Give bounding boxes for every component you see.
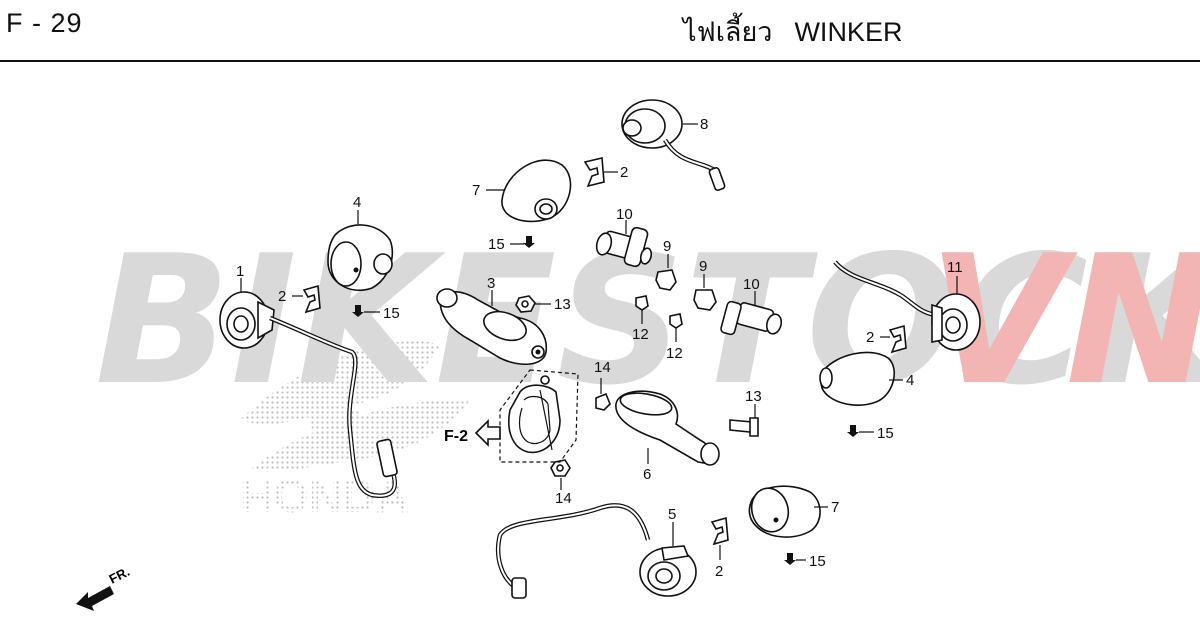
part-14-nut-top	[595, 392, 611, 411]
part-2-clip-left	[302, 284, 321, 314]
part-5-socket	[495, 503, 697, 599]
callout-7-bottom: 7	[831, 499, 839, 516]
part-4-lens-left	[327, 224, 394, 292]
part-7-lens-top	[501, 159, 572, 223]
part-14-nut-bottom	[550, 459, 571, 477]
callout-15-c: 15	[877, 425, 894, 442]
f2-arrow-icon	[474, 419, 501, 447]
callout-13-bottom: 13	[745, 388, 762, 405]
callout-15-d: 15	[809, 553, 826, 570]
part-2-clip-right	[888, 324, 907, 354]
part-2-clip-bottom	[710, 516, 729, 546]
part-2-clip-top	[583, 157, 605, 188]
part-12-bulb-left	[635, 295, 649, 311]
callout-8: 8	[700, 116, 708, 133]
page-code: F - 29	[6, 8, 83, 38]
callout-4-left: 4	[353, 194, 361, 211]
callout-4-right: 4	[906, 372, 914, 389]
part-9-bulb-right	[693, 289, 717, 311]
callout-14-top: 14	[594, 359, 611, 376]
part-13-bolt	[729, 417, 759, 437]
page-title-english: WINKER	[794, 17, 903, 47]
callout-13-top: 13	[554, 296, 571, 313]
part-10-bulb-lower	[720, 300, 783, 336]
callout-2-top: 2	[620, 164, 628, 181]
callout-12-right: 12	[666, 345, 683, 362]
callout-12-left: 12	[632, 326, 649, 343]
callout-5: 5	[668, 506, 676, 523]
callout-2-left: 2	[278, 288, 286, 305]
part-15-screw-1	[523, 236, 535, 248]
callout-2-right: 2	[866, 329, 874, 346]
callout-14-bottom: 14	[555, 490, 572, 507]
part-6-stay	[615, 390, 720, 466]
callout-9-right: 9	[699, 258, 707, 275]
part-8-socket	[621, 99, 726, 192]
part-13-nut-top	[515, 295, 536, 313]
callout-11: 11	[947, 259, 963, 276]
part-11-socket	[833, 260, 981, 351]
part-12-bulb-right	[669, 313, 683, 329]
front-direction-label: FR.	[107, 564, 132, 587]
callout-7-top: 7	[472, 182, 480, 199]
part-15-screw-2	[352, 305, 364, 317]
f2-bracket-outline	[499, 369, 579, 463]
callout-9-left: 9	[663, 238, 671, 255]
callout-15-b: 15	[383, 305, 400, 322]
part-3-stay	[436, 288, 548, 365]
part-10-bulb-upper	[595, 226, 653, 268]
honda-wing-logo: HONDA	[240, 341, 470, 522]
callout-6: 6	[643, 466, 651, 483]
callout-10-lower: 10	[743, 276, 760, 293]
header-divider	[0, 60, 1200, 62]
callout-3: 3	[487, 275, 495, 292]
part-4-lens-right	[819, 351, 896, 406]
part-9-bulb-left	[655, 269, 677, 291]
callout-15-a: 15	[488, 236, 505, 253]
part-15-screw-3	[847, 425, 859, 437]
page-title: ไฟเลี้ยว WINKER	[683, 10, 902, 53]
callout-2-bottom: 2	[715, 563, 723, 580]
part-1-socket	[219, 291, 398, 498]
f2-reference: F-2	[444, 428, 468, 445]
callout-1: 1	[236, 263, 244, 280]
front-arrow-icon	[76, 586, 114, 611]
part-15-screw-4	[784, 553, 796, 565]
callout-10-upper: 10	[616, 206, 633, 223]
page-title-thai: ไฟเลี้ยว	[683, 17, 773, 47]
part-7-lens-bottom	[748, 485, 821, 538]
